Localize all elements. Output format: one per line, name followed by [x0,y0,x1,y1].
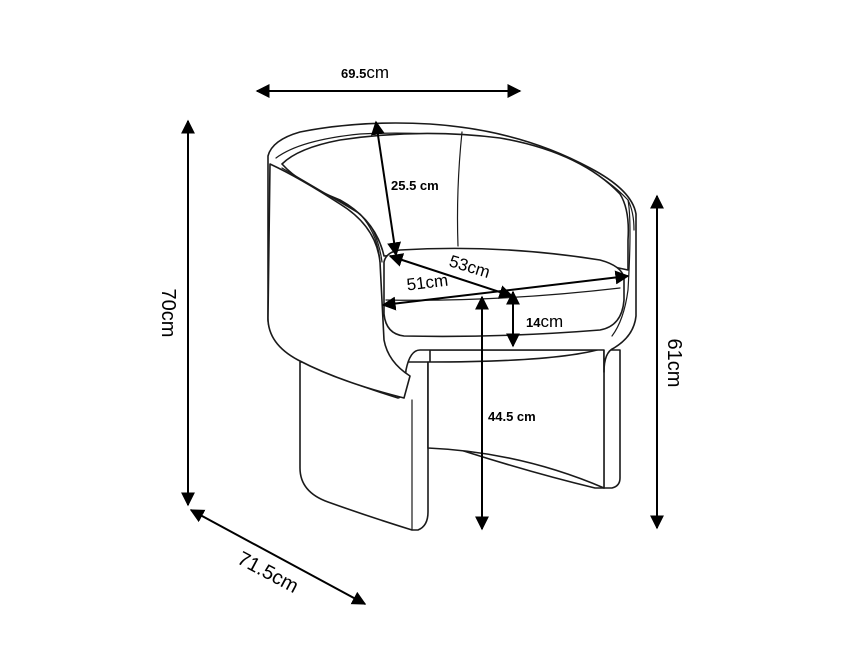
cushion-value: 14 [526,315,541,330]
width-value: 69.5 [341,66,366,81]
width-unit: cm [366,63,389,82]
depth-label: 71.5cm [234,548,302,598]
chair-drawing [267,122,637,531]
depth-dimension-line [189,509,367,605]
dimension-lines [181,84,664,605]
seat-depth-label: 51cm [406,271,450,295]
seat-depth-dimension-line [381,270,630,311]
seat-height-label: 44.5 cm [488,409,536,424]
back-height-dimension-line [370,120,402,257]
total-height-label: 70cm [157,289,179,338]
width-label: 69.5cm [341,63,389,82]
cushion-thickness-label: 14cm [526,312,563,331]
back-height-label: 25.5 cm [391,178,439,193]
chair-left-leg [299,361,429,531]
cushion-unit: cm [540,312,563,331]
arm-height-label: 61cm [663,339,685,388]
